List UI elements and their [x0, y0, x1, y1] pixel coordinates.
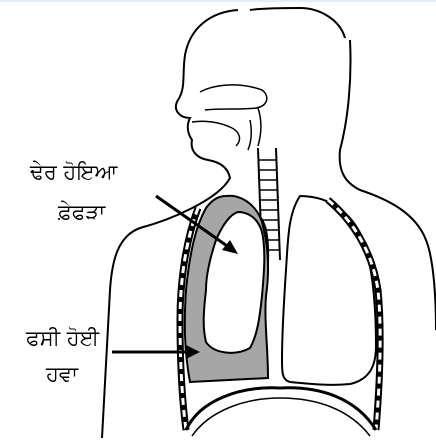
diaphragm-inner [192, 398, 370, 436]
nasal-cavity [200, 85, 267, 110]
body-outline [102, 8, 436, 438]
diaphragm [186, 388, 376, 430]
normal-lung [282, 196, 376, 385]
trapped-air-label-line1: ਫਸੀ ਹੋਈ [26, 326, 99, 350]
pharynx-outline [248, 108, 261, 150]
collapsed-lung-label-line2: ਫ਼ੇਫੜਾ [58, 200, 105, 224]
trapped-air-arrow [112, 345, 200, 359]
collapsed-lung-label-line1: ਢੇਰ ਹੋਇਆ [30, 160, 117, 184]
mouth-outline [192, 121, 239, 146]
trapped-air-label-line2: ਹਵਾ [46, 362, 78, 386]
